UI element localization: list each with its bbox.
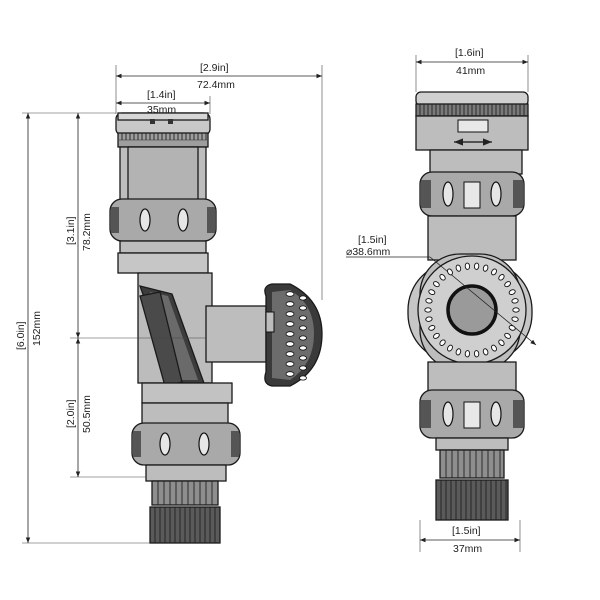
grip-hole <box>299 345 307 351</box>
grip-hole <box>299 305 307 311</box>
grip-hole <box>447 268 453 276</box>
grip-hole <box>285 351 295 357</box>
grip-hole <box>447 344 453 352</box>
grip-hole <box>464 262 471 270</box>
grip-hole <box>498 274 505 281</box>
side-overall-height-mm: 152mm <box>31 311 43 346</box>
side-top-width-mm: 35mm <box>147 104 176 116</box>
side-mount-block <box>137 272 213 387</box>
dim-front-hub-diameter: [1.5in] ⌀38.6mm <box>346 234 537 346</box>
detail-layer <box>121 104 525 543</box>
grip-hole <box>285 301 295 307</box>
front-bottom-width-mm: 37mm <box>453 543 482 555</box>
side-view <box>109 112 323 544</box>
grip-hole <box>424 307 432 313</box>
dim-side-overall-width: [2.9in] 72.4mm <box>115 62 323 300</box>
grip-hole <box>455 348 462 356</box>
grip-hole <box>433 281 440 288</box>
grip-hole <box>299 325 307 331</box>
side-lower-neck <box>141 382 233 404</box>
grip-hole <box>473 350 480 358</box>
front-top-cap <box>415 91 529 151</box>
dim-side-top-width: [1.4in] 35mm <box>116 89 211 116</box>
side-top-width-in: [1.4in] <box>147 89 176 101</box>
side-lower-collar <box>131 422 241 466</box>
side-upper-height-in: [3.1in] <box>65 216 77 245</box>
grip-hole <box>299 315 307 321</box>
grip-hole <box>455 264 462 272</box>
front-lower-column <box>427 361 517 393</box>
dim-side-lower-height: [2.0in] 50.5mm <box>65 338 146 478</box>
dim-front-top-width: [1.6in] 41mm <box>415 47 529 92</box>
grip-hole <box>285 331 295 337</box>
front-thread <box>435 449 509 521</box>
side-thread <box>149 480 221 544</box>
grip-hole <box>285 321 295 327</box>
grip-hole <box>511 298 519 304</box>
side-top-cap <box>115 112 211 148</box>
grip-hole <box>285 311 295 317</box>
dim-side-overall-height: [6.0in] 152mm <box>15 112 150 544</box>
side-lower-height-mm: 50.5mm <box>81 395 93 433</box>
grip-hole <box>512 307 520 313</box>
front-top-width-mm: 41mm <box>456 65 485 77</box>
grip-hole <box>285 361 295 367</box>
dim-side-upper-height: [3.1in] 78.2mm <box>65 113 206 339</box>
grip-hole <box>508 289 516 295</box>
grip-hole <box>504 281 511 288</box>
grip-hole <box>439 339 446 346</box>
grip-hole <box>299 365 307 371</box>
side-upper-collar <box>109 198 217 242</box>
side-lower-height-in: [2.0in] <box>65 399 77 428</box>
side-base <box>145 464 227 482</box>
grip-hole <box>491 344 497 352</box>
grip-hole <box>299 295 307 301</box>
side-overall-height-in: [6.0in] <box>15 321 27 350</box>
grip-hole <box>299 375 307 381</box>
grip-hole <box>285 341 295 347</box>
front-upper-body <box>429 149 523 175</box>
side-shaft <box>205 305 267 363</box>
front-base <box>435 437 509 451</box>
front-lower-collar <box>419 389 525 439</box>
grip-hole <box>285 371 295 377</box>
grip-hole <box>425 316 433 322</box>
dim-front-bottom-width: [1.5in] 37mm <box>419 520 521 555</box>
grip-hole <box>508 325 516 331</box>
grip-hole <box>482 348 489 356</box>
front-top-width-in: [1.6in] <box>455 47 484 59</box>
front-upper-collar <box>419 171 525 217</box>
side-neck <box>119 240 207 254</box>
grip-hole <box>482 264 489 272</box>
front-bottom-width-in: [1.5in] <box>452 525 481 537</box>
grip-hole <box>428 289 436 295</box>
grip-hole <box>439 274 446 281</box>
grip-hole <box>299 335 307 341</box>
grip-hole <box>491 268 497 276</box>
side-overall-width-mm: 72.4mm <box>197 79 235 91</box>
side-overall-width-in: [2.9in] <box>200 62 229 74</box>
grip-hole <box>464 350 471 358</box>
grip-hole <box>511 316 519 322</box>
grip-hole <box>498 339 505 346</box>
front-hub-diameter-in: [1.5in] <box>358 234 387 246</box>
grip-hole <box>428 325 436 331</box>
grip-hole <box>433 332 440 339</box>
grip-hole <box>299 355 307 361</box>
grip-hole <box>504 332 511 339</box>
grip-hole <box>425 298 433 304</box>
side-upper-height-mm: 78.2mm <box>81 213 93 251</box>
grip-hole <box>285 291 295 297</box>
front-hub-diameter-mm: ⌀38.6mm <box>346 246 391 258</box>
front-mid-column <box>427 215 517 261</box>
grip-hole <box>473 262 480 270</box>
